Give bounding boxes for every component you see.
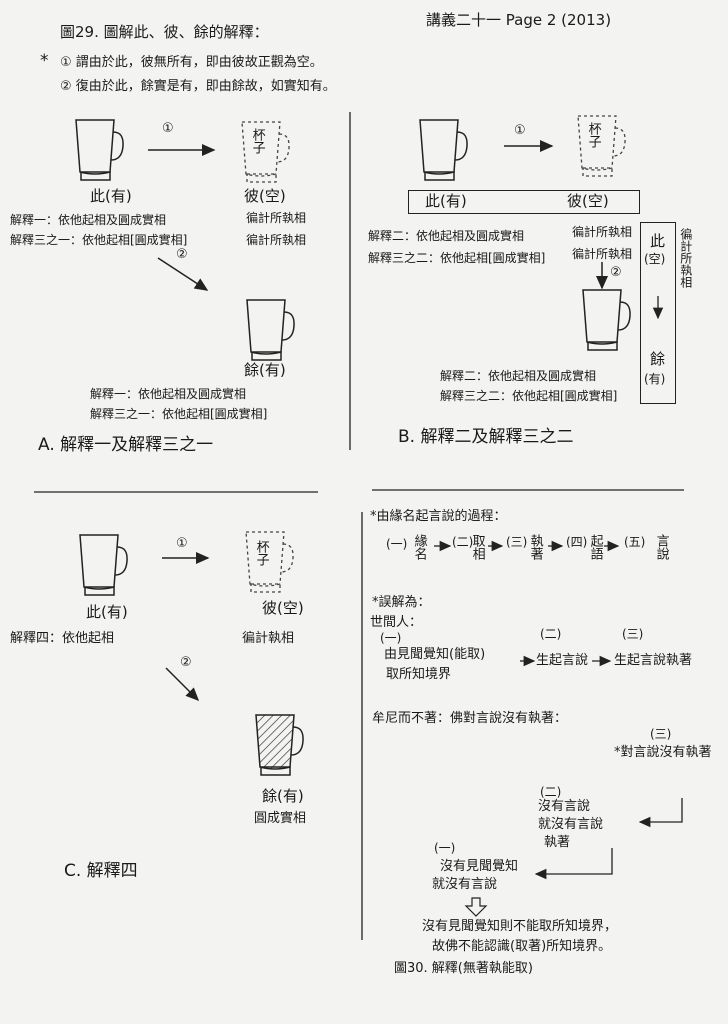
panel-a-interp-1b: 解釋三之一：依他起相[圓成實相] — [10, 233, 188, 247]
panel-d-m-num-2: (二) — [540, 785, 562, 799]
panel-a-cup-ci — [75, 119, 124, 181]
panel-c-bi-label: 彼(空) — [262, 599, 304, 617]
panel-d-step-1-num: (一) — [386, 537, 408, 551]
panel-b-right-vertical: 徧計所執相 — [678, 228, 693, 288]
panel-a-step-2: ② — [176, 247, 188, 262]
panel-c-yu-label: 餘(有) — [262, 787, 304, 805]
panel-c-interp: 解釋四：依他起相 — [10, 631, 115, 646]
panel-d-step-5: 言說 — [653, 534, 669, 560]
panel-b-cup-label: 杯子 — [585, 122, 601, 148]
panel-c-yuan: 圓成實相 — [254, 811, 307, 826]
panel-a-bianji-2: 徧計所執相 — [246, 233, 307, 247]
panel-d-heading: *由緣名起言說的過程： — [370, 509, 507, 524]
panel-b-interp-2a: 解釋二：依他起相及圓成實相 — [440, 369, 597, 383]
panel-c-step-2: ② — [180, 655, 192, 670]
panel-d-w-num-1: (一) — [380, 631, 402, 645]
panel-d-w-num-3: (三) — [622, 627, 644, 641]
panel-d-step-3: 執著 — [527, 534, 543, 560]
panel-d-conclusion-1: 沒有見聞覺知則不能取所知境界， — [422, 919, 618, 934]
panel-d-step-5-num: (五) — [624, 535, 646, 549]
panel-c-cup-yu — [255, 714, 304, 776]
panel-b-cup-ci — [419, 119, 468, 181]
panel-a-bianji-1: 徧計所執相 — [246, 211, 307, 225]
panel-d-down-arrow — [464, 897, 488, 917]
panel-d-m-2a: 沒有言說 — [538, 799, 591, 814]
panel-b-interp-1b: 解釋三之二：依他起相[圓成實相] — [368, 251, 546, 265]
panel-b-ci-yu-box: 此 (空) 餘 (有) — [640, 222, 676, 404]
panel-d-step-2: 取相 — [469, 534, 485, 560]
panel-c-bianji: 徧計執相 — [242, 631, 295, 646]
panel-d-conclusion-2: 故佛不能認識(取著)所知境界。 — [432, 939, 612, 954]
panel-d-w-a: 由見聞覺知(能取) — [384, 647, 486, 662]
panel-b-bi-label: 彼(空) — [567, 192, 609, 210]
panel-b-box-yu: 餘 — [650, 350, 666, 368]
panel-c-arrow-2 — [165, 667, 200, 702]
panel-d-w-b: 取所知境界 — [386, 667, 452, 682]
panel-b-bianji-1: 徧計所執相 — [572, 225, 633, 239]
panel-d-arrow-2-to-1 — [534, 848, 613, 880]
panel-c-cup-ci — [79, 534, 128, 596]
note-1: ① 謂由於此，彼無所有，即由彼故正觀為空。 — [60, 55, 323, 70]
panel-b-bianji-2: 徧計所執相 — [572, 247, 633, 261]
panel-d-m-2c: 執著 — [544, 835, 571, 850]
panel-d-w-d: 生起言說執著 — [614, 653, 693, 668]
panel-a-bi-label: 彼(空) — [244, 187, 286, 205]
panel-b-cup-yu — [582, 289, 631, 351]
panel-b-caption: B. 解釋二及解釋三之二 — [398, 427, 574, 447]
panel-d-m-num-3: (三) — [650, 727, 672, 741]
panel-d-step-3-num: (三) — [506, 535, 528, 549]
panel-d-step-2-num: (二) — [452, 535, 474, 549]
panel-b-step-2: ② — [610, 265, 622, 280]
panel-d-w-num-2: (二) — [540, 627, 562, 641]
page-number: 講義二十一 Page 2 (2013) — [426, 11, 612, 29]
panel-d-m-1a: 沒有見聞覺知 — [440, 859, 519, 874]
panel-d-step-4: 起語 — [587, 534, 603, 560]
panel-a-interp-2b: 解釋三之一：依他起相[圓成實相] — [90, 407, 268, 421]
panel-b-box-you: (有) — [644, 372, 666, 386]
panel-d-m-num-1: (一) — [434, 841, 456, 855]
panel-c-caption: C. 解釋四 — [64, 861, 138, 881]
panel-b-ci-label: 此(有) — [425, 192, 467, 210]
panel-d-m-3: *對言說沒有執著 — [614, 745, 712, 760]
panel-d-shijian: 世間人： — [370, 615, 423, 630]
panel-d-step-4-num: (四) — [566, 535, 588, 549]
panel-d-m-1b: 就沒有言說 — [432, 877, 498, 892]
panel-b-box-ci: 此 — [650, 232, 666, 250]
panel-a-yu-label: 餘(有) — [244, 361, 286, 379]
panel-b-box-kong: (空) — [644, 252, 666, 266]
panel-c-cup-label: 杯子 — [253, 540, 269, 566]
panel-d-wujie: *誤解為： — [372, 595, 431, 610]
panel-d-m-2b: 就沒有言說 — [538, 817, 604, 832]
panel-a-ci-label: 此(有) — [90, 187, 132, 205]
note-2: ② 復由於此，餘實是有，即由餘故，如實知有。 — [60, 79, 336, 94]
figure-29-title: 圖29. 圖解此、彼、餘的解釋： — [60, 23, 269, 41]
panel-c-ci-label: 此(有) — [86, 603, 128, 621]
panel-a-step-1: ① — [162, 121, 174, 136]
panel-b-step-1: ① — [514, 123, 526, 138]
panel-b-interp-1a: 解釋二：依他起相及圓成實相 — [368, 229, 525, 243]
panel-a-caption: A. 解釋一及解釋三之一 — [38, 435, 214, 455]
panel-c-step-1: ① — [176, 536, 188, 551]
panel-b-ci-bi-box: 此(有) 彼(空) — [408, 190, 640, 214]
panel-d-w-c: 生起言說 — [536, 653, 589, 668]
panel-d-arrow-3-to-2 — [638, 798, 683, 828]
panel-a-cup-label: 杯子 — [249, 128, 265, 154]
panel-a-interp-1a: 解釋一：依他起相及圓成實相 — [10, 213, 167, 227]
panel-a-interp-2a: 解釋一：依他起相及圓成實相 — [90, 387, 247, 401]
panel-d-mouni: 牟尼而不著：佛對言說沒有執著： — [372, 711, 568, 726]
panel-a-arrow-2 — [157, 257, 209, 291]
figure-30-caption: 圖30. 解釋(無著執能取) — [394, 961, 533, 976]
note-star: * — [40, 51, 49, 71]
panel-b-interp-2b: 解釋三之二：依他起相[圓成實相] — [440, 389, 618, 403]
panel-a-cup-yu — [246, 299, 295, 361]
panel-d-step-1: 緣名 — [411, 534, 427, 560]
